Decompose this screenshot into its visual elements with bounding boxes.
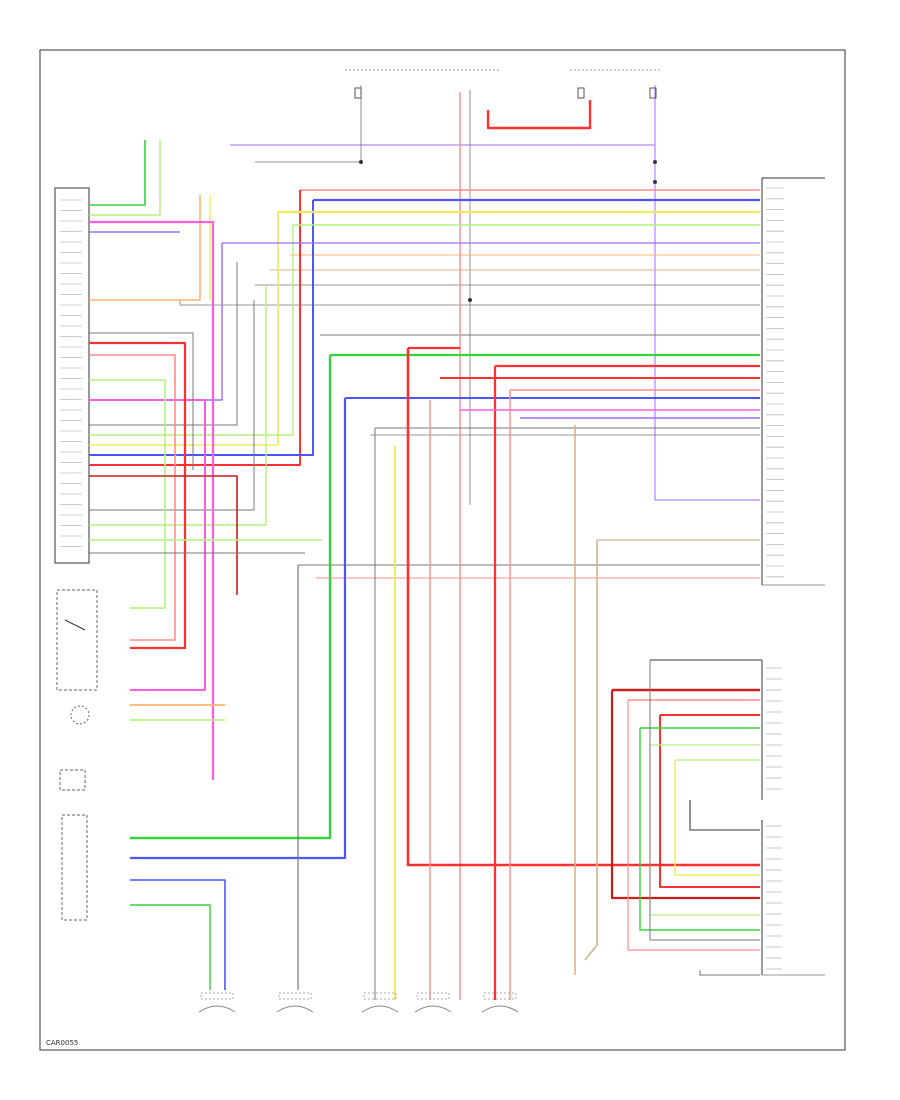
audio-unit-connector — [761, 820, 825, 976]
wire-17 — [89, 285, 267, 526]
wire-15 — [89, 243, 223, 401]
wire-2 — [89, 140, 146, 206]
wire-66 — [699, 970, 760, 976]
wire-group — [89, 85, 760, 1000]
wire-19 — [89, 220, 215, 780]
diagram-code: CAR0055 — [46, 1039, 78, 1047]
wire-65 — [689, 800, 760, 831]
wire-24 — [89, 332, 194, 470]
speaker-symbol-3 — [414, 992, 452, 1013]
wire-52 — [584, 540, 598, 961]
wire-32 — [130, 398, 347, 860]
wire-18 — [89, 300, 255, 511]
speaker-group — [198, 992, 519, 1013]
diagram-frame — [39, 49, 846, 1051]
wire-3 — [89, 140, 161, 216]
wire-13 — [89, 225, 294, 436]
wire-30 — [130, 355, 332, 840]
steering-switch-box — [61, 814, 88, 921]
wire-64 — [649, 660, 760, 941]
speaker-symbol-1 — [276, 992, 314, 1013]
wire-7 — [89, 190, 301, 466]
wire-4 — [89, 195, 201, 301]
cd-changer-connector — [650, 659, 763, 800]
wire-21 — [89, 399, 206, 691]
wire-11 — [89, 212, 279, 446]
wire-59 — [639, 728, 760, 931]
wire-23 — [89, 354, 176, 641]
wire-0 — [486, 100, 592, 130]
speaker-symbol-4 — [481, 992, 519, 1013]
antenna-switch-box — [56, 589, 98, 725]
wire-46 — [130, 879, 226, 990]
wire-67 — [627, 700, 760, 951]
remote-sensor-box — [59, 769, 86, 791]
wire-26 — [89, 475, 238, 595]
wire-25 — [89, 379, 166, 609]
wire-57 — [659, 715, 760, 888]
pin-label-group — [60, 187, 784, 970]
radio-connector-left — [54, 187, 90, 564]
speaker-symbol-2 — [361, 992, 399, 1013]
wire-9 — [89, 200, 314, 456]
wire-54 — [610, 690, 760, 900]
top-fuse-markers — [345, 69, 660, 302]
speaker-symbol-0 — [198, 992, 236, 1013]
wire-33 — [406, 348, 760, 867]
wire-16 — [89, 262, 238, 426]
wire-47 — [130, 904, 211, 990]
amplifier-connector-right — [761, 177, 825, 586]
wire-22 — [89, 341, 187, 650]
guide-wire-0 — [230, 144, 760, 501]
guide-wire-1 — [255, 85, 362, 163]
wire-63 — [674, 760, 760, 876]
